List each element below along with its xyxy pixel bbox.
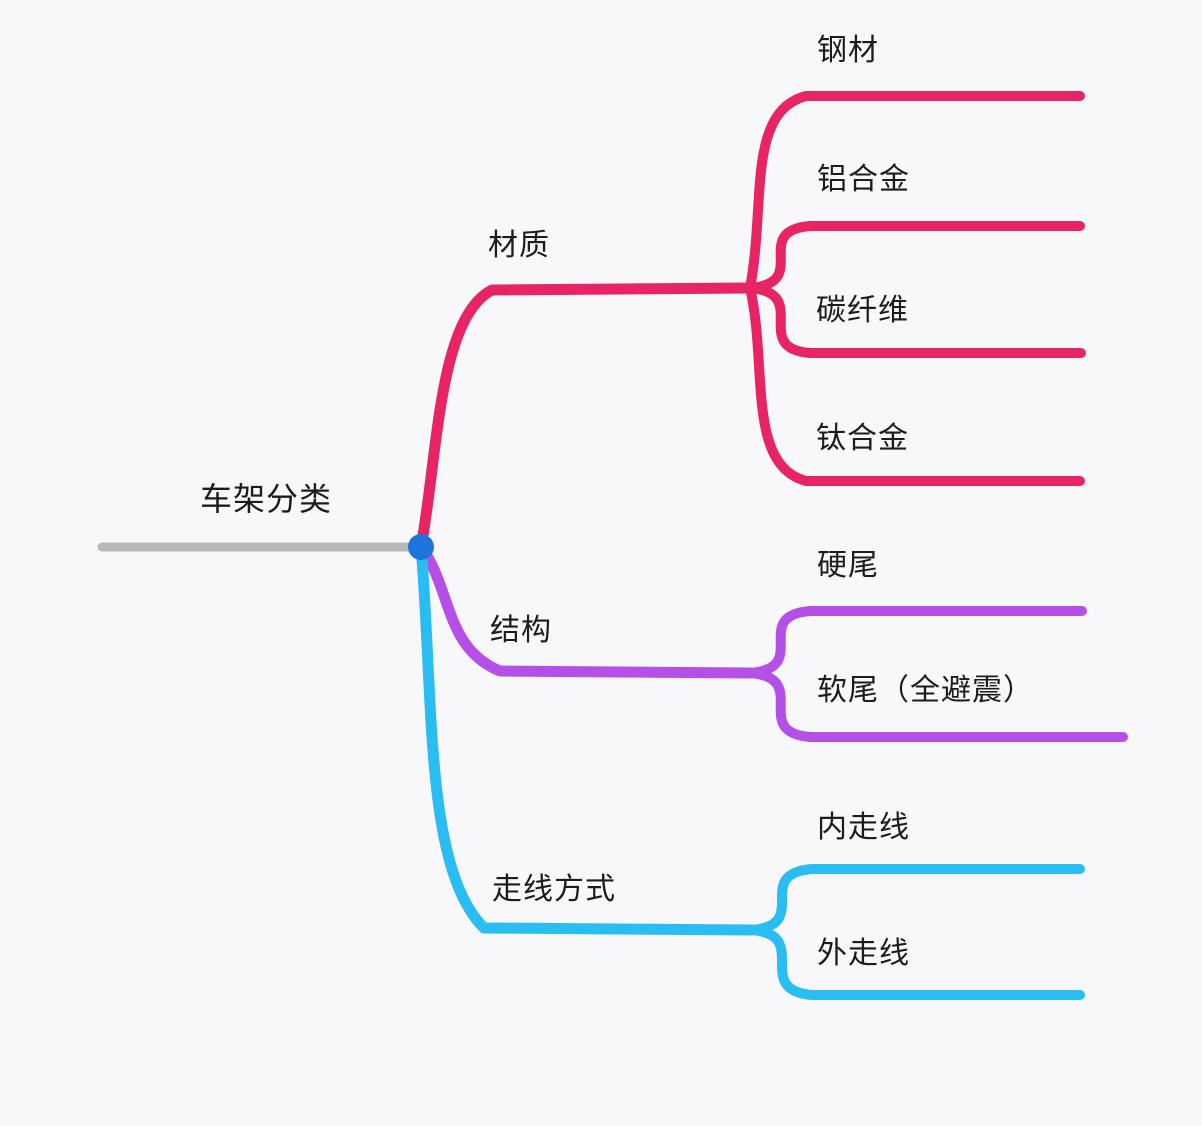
child-carbon-line xyxy=(745,283,1086,358)
node-cable-routing[interactable]: 走线方式 xyxy=(492,873,616,906)
child-titanium-line xyxy=(745,283,1085,486)
branch-material-line xyxy=(415,282,756,553)
branch-structure-line xyxy=(415,541,756,679)
child-softail-line xyxy=(745,668,1128,742)
root-junction-dot[interactable] xyxy=(408,534,434,560)
node-root[interactable]: 车架分类 xyxy=(200,481,333,517)
branch-routing-line xyxy=(415,541,758,936)
node-aluminum-alloy[interactable]: 铝合金 xyxy=(817,163,910,196)
node-steel[interactable]: 钢材 xyxy=(817,34,879,67)
child-steel-line xyxy=(745,91,1085,293)
node-softail-full-suspension[interactable]: 软尾（全避震） xyxy=(817,674,1034,707)
node-hardtail[interactable]: 硬尾 xyxy=(817,549,879,582)
child-hardtail-line xyxy=(745,606,1087,678)
child-internal-line xyxy=(747,864,1085,935)
child-aluminum-line xyxy=(745,221,1085,293)
node-carbon-fiber[interactable]: 碳纤维 xyxy=(816,294,909,327)
node-internal-routing[interactable]: 内走线 xyxy=(817,811,910,844)
node-titanium-alloy[interactable]: 钛合金 xyxy=(816,422,909,455)
child-external-line xyxy=(747,925,1085,1000)
node-structure[interactable]: 结构 xyxy=(490,614,552,647)
node-material[interactable]: 材质 xyxy=(488,229,550,262)
node-external-routing[interactable]: 外走线 xyxy=(817,937,910,970)
